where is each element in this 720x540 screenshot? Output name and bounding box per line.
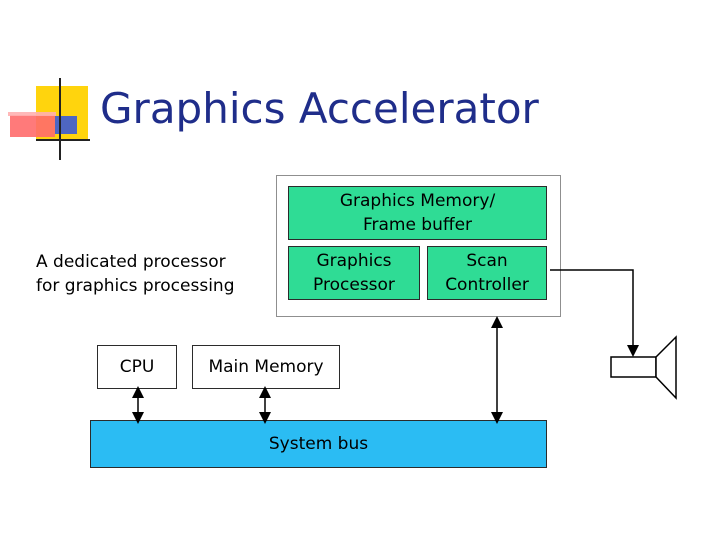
- display-connector: [550, 269, 639, 357]
- scan-controller-box: Scan Controller: [427, 246, 547, 300]
- main-memory-box: Main Memory: [192, 345, 340, 389]
- decorative-logo: [8, 78, 90, 160]
- display-icon: [610, 335, 677, 400]
- system-bus-box: System bus: [90, 420, 547, 468]
- graphics-memory-box: Graphics Memory/ Frame buffer: [288, 186, 547, 240]
- cpu-box: CPU: [97, 345, 177, 389]
- graphics-processor-box: Graphics Processor: [288, 246, 420, 300]
- caption-text: A dedicated processor for graphics proce…: [36, 252, 235, 296]
- slide-title: Graphics Accelerator: [100, 84, 539, 133]
